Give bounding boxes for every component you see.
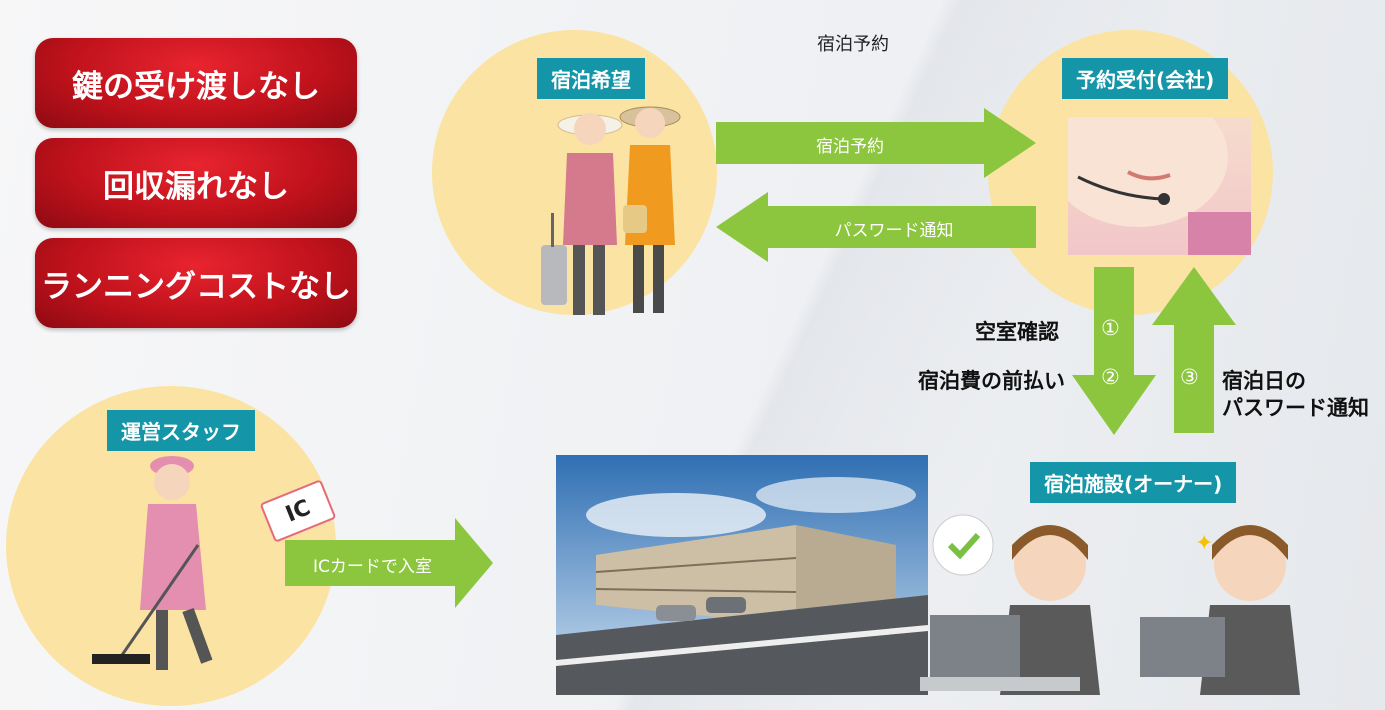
guest-travelers-illustration (541, 106, 681, 315)
company-tag: 予約受付(会社) (1062, 58, 1229, 99)
step2-label: 宿泊費の前払い (918, 369, 1065, 393)
feature-no-collection-miss: 回収漏れなし (35, 138, 357, 228)
building-photo (556, 455, 928, 695)
ic-entry-arrow (285, 518, 493, 608)
step1-number: ① (1101, 316, 1120, 340)
staff-tag: 運営スタッフ (107, 410, 255, 451)
top-caption: 宿泊予約 (817, 34, 889, 55)
svg-text:✦: ✦ (1195, 531, 1213, 556)
reserve-arrow-label: 宿泊予約 (816, 137, 884, 157)
step2-number: ② (1101, 365, 1120, 389)
step3-number: ③ (1180, 365, 1199, 389)
password-arrow-label: パスワード通知 (834, 221, 954, 241)
owner-staff-illustration: ✦ (920, 514, 1300, 695)
down-arrow (1072, 267, 1156, 435)
password-arrow (716, 192, 1036, 262)
step3-label-line2: パスワード通知 (1222, 396, 1369, 420)
feature-no-running-cost: ランニングコストなし (35, 238, 357, 328)
step3-label-line1: 宿泊日の (1222, 369, 1306, 393)
cleaning-staff-illustration (92, 456, 213, 670)
step1-label: 空室確認 (975, 320, 1059, 344)
feature-no-key-handover: 鍵の受け渡しなし (35, 38, 357, 128)
up-arrow (1152, 267, 1236, 433)
ic-entry-arrow-label: ICカードで入室 (313, 557, 432, 577)
operator-photo (1068, 117, 1251, 255)
owner-tag: 宿泊施設(オーナー) (1030, 462, 1237, 503)
reserve-arrow (716, 108, 1036, 178)
guest-tag: 宿泊希望 (537, 58, 645, 99)
